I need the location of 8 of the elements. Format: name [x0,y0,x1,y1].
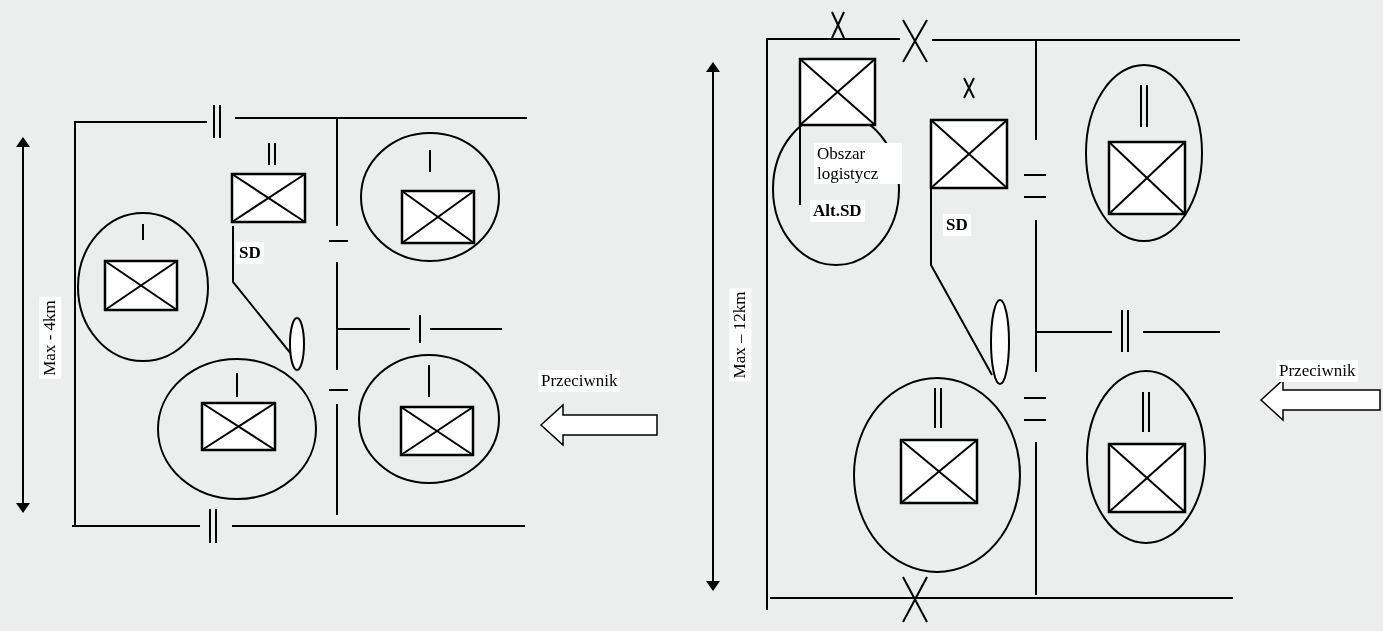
hq-label: SD [236,242,264,264]
hq-label: SD [943,214,971,236]
area-label: Obszar logistycz [814,143,902,185]
distance-label: Max – 12km [729,288,751,382]
enemy-label: Przeciwnik [538,370,621,392]
hq-label: Alt.SD [810,200,865,222]
distance-label: Max - 4km [39,297,61,379]
enemy-label: Przeciwnik [1276,360,1359,382]
